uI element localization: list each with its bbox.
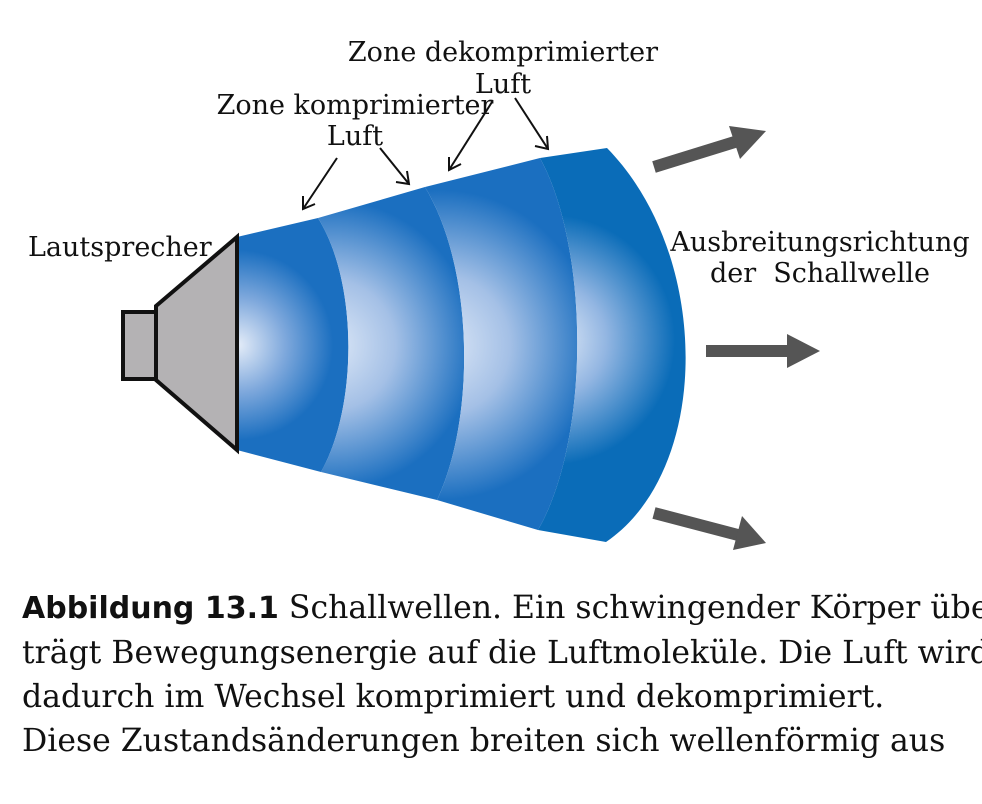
compressed-zone-label-line-1: Zone komprimierter <box>217 90 494 121</box>
decompressed-zone-label-line-1: Zone dekomprimierter <box>348 37 658 68</box>
propagation-arrow-up-icon <box>652 126 766 173</box>
wave-band-4 <box>538 148 686 542</box>
propagation-label-line-1: Ausbreitungsrichtung <box>669 227 969 258</box>
speaker-label: Lautsprecher <box>28 232 212 263</box>
figure-caption: Abbildung 13.1 Schallwellen. Ein schwing… <box>22 586 982 763</box>
speaker-magnet <box>121 310 158 381</box>
compressed-zone-pointer-right-arrow <box>379 147 411 186</box>
wave-band-1 <box>237 218 349 472</box>
sound-wave-diagram: Lautsprecher Zone komprimierter Luft Zon… <box>28 37 970 550</box>
decompressed-zone-label-line-2: Luft <box>475 69 531 100</box>
compressed-zone-pointer-left-arrow <box>302 157 338 211</box>
wave-band-2 <box>318 187 465 500</box>
decompressed-zone-pointer-left-arrow <box>448 101 493 172</box>
caption-label: Abbildung 13.1 <box>22 591 279 626</box>
wave-band-3 <box>425 158 578 530</box>
compressed-zone-label-line-2: Luft <box>327 121 383 152</box>
propagation-arrow-down-icon <box>652 507 766 550</box>
caption-text-1: Schallwellen. Ein schwingender Körper üb… <box>288 590 982 626</box>
propagation-label-line-2: der Schallwelle <box>710 258 930 289</box>
decompressed-zone-pointer-right-arrow <box>514 97 550 151</box>
caption-line-4: Diese Zustandsänderungen breiten sich we… <box>22 723 946 759</box>
propagation-arrow-straight-icon <box>706 334 820 368</box>
speaker-cone <box>154 232 239 455</box>
caption-line-2: trägt Bewegungsenergie auf die Luftmolek… <box>22 635 982 671</box>
caption-line-1: Abbildung 13.1 Schallwellen. Ein schwing… <box>22 586 982 631</box>
caption-line-3: dadurch im Wechsel komprimiert und dekom… <box>22 679 885 715</box>
